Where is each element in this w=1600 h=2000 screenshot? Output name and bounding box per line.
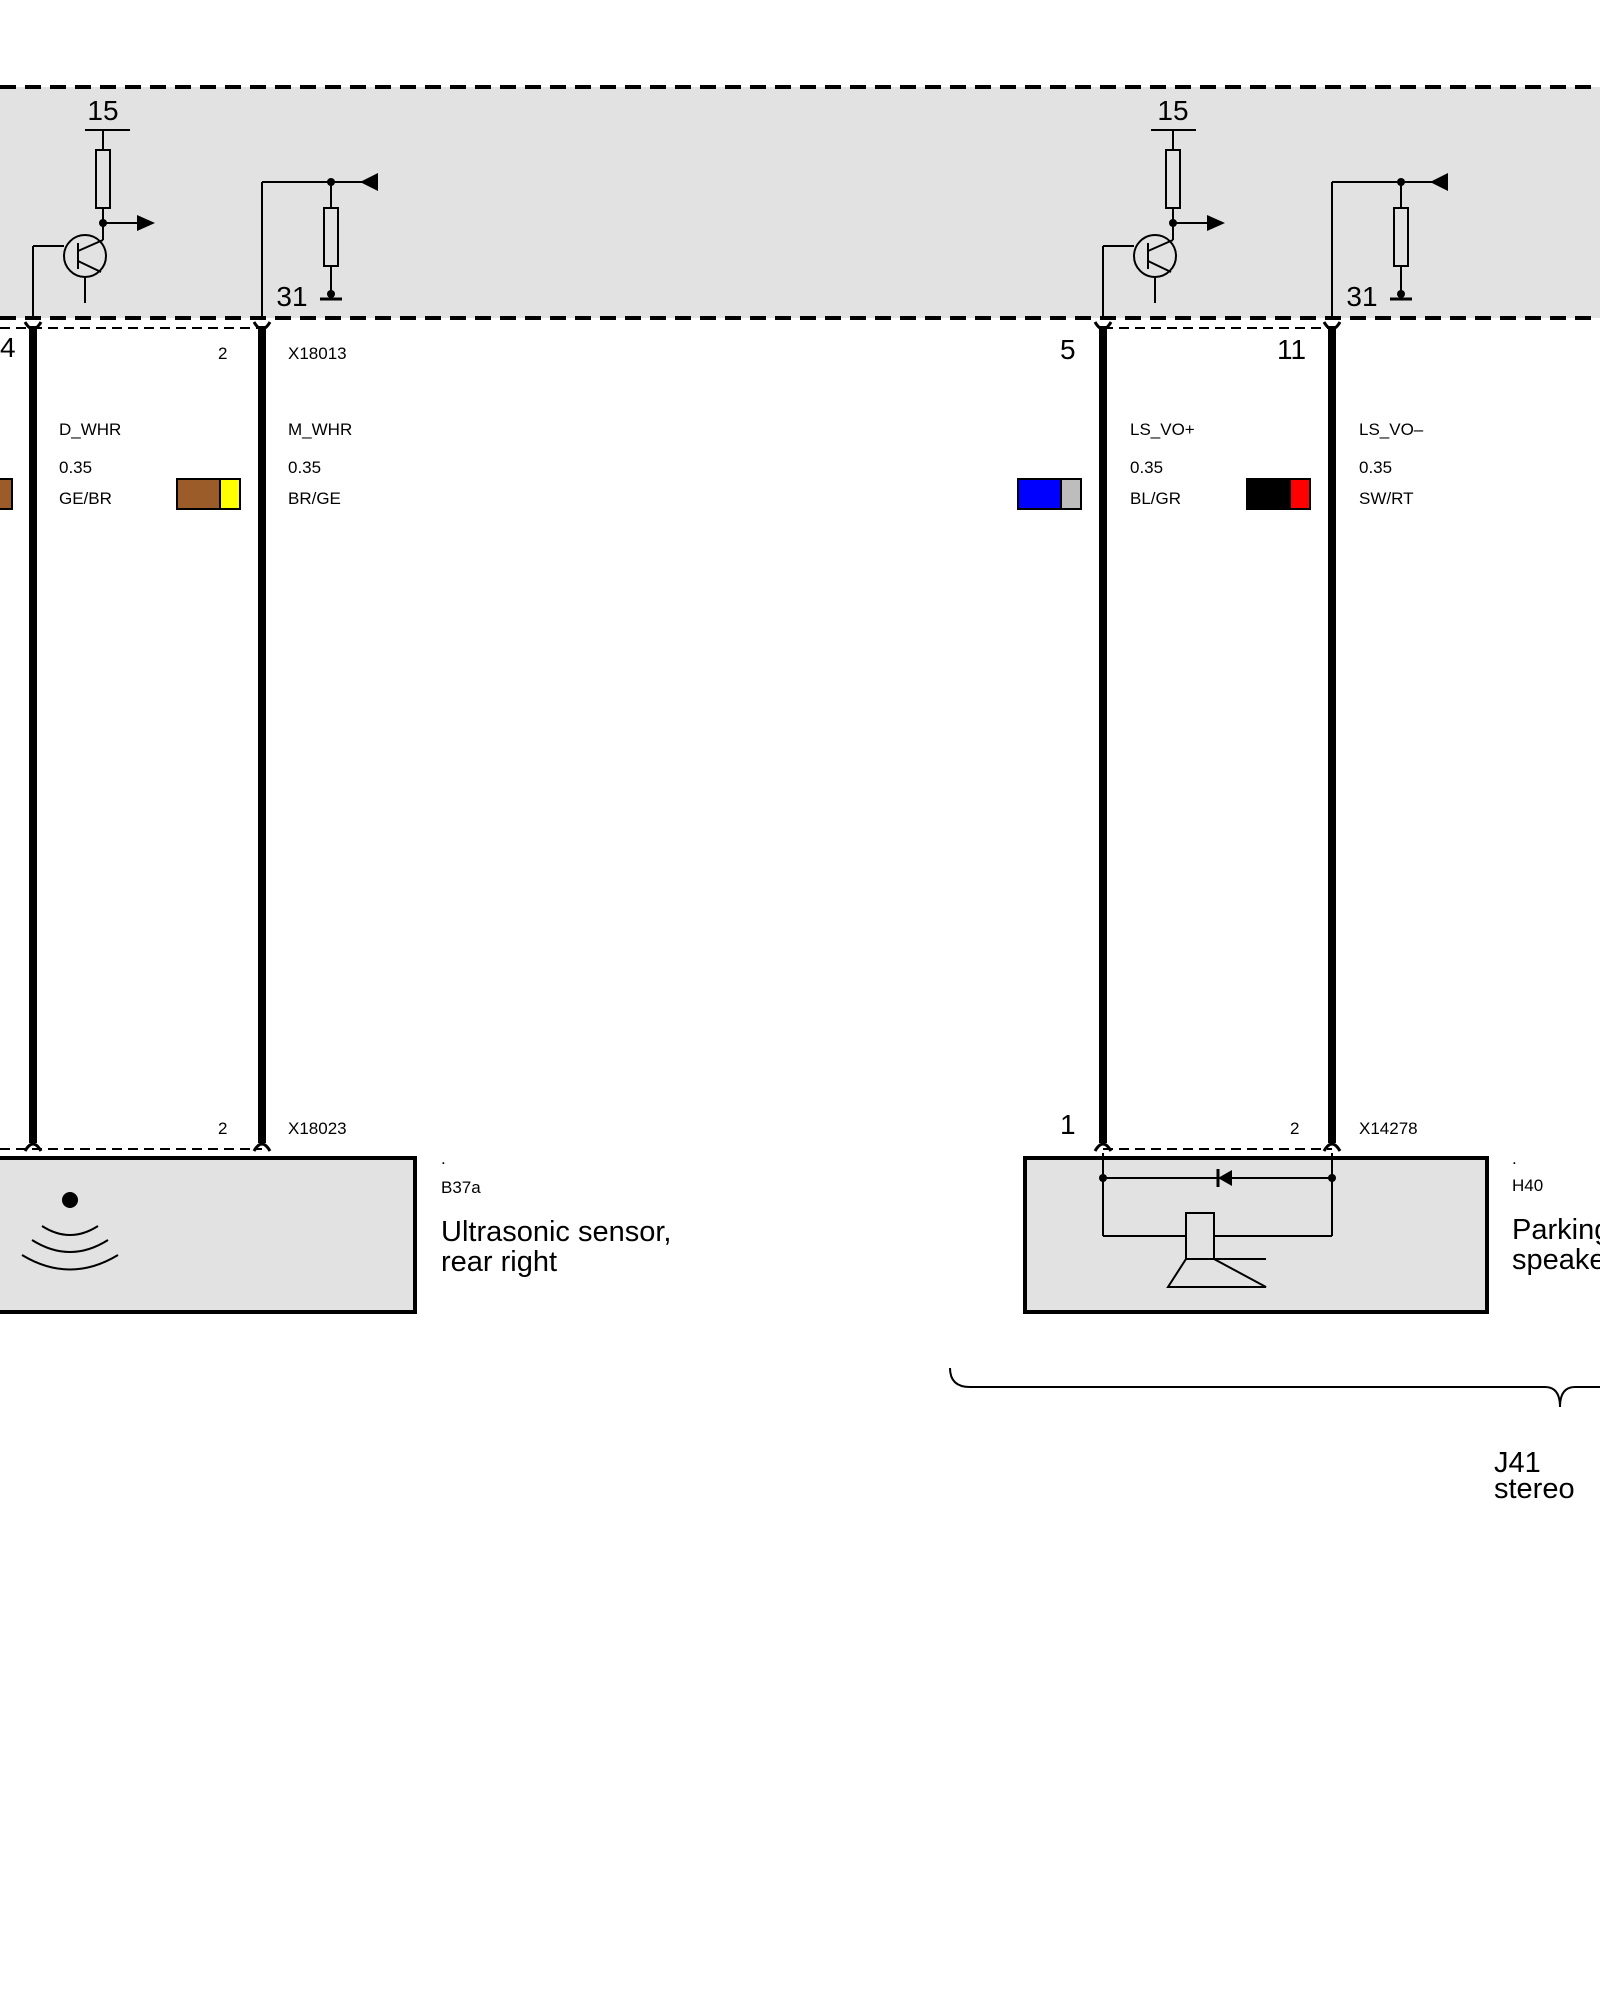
wire-gauge-ls-vo-minus: 0.35 [1359, 458, 1392, 477]
pin-label-ls-vo-minus-top: 11 [1277, 334, 1306, 365]
sensor-dot-icon [62, 1192, 78, 1208]
ground-terminal-right: 31 [1346, 281, 1377, 312]
supply-terminal-left: 15 [87, 95, 118, 126]
pin-label-sensor-bottom: 2 [218, 1119, 227, 1138]
output-arrow-icon [137, 215, 155, 231]
bottom-pin-hooks [23, 1142, 1342, 1152]
right-internal-circuit [1102, 129, 1440, 318]
input-arrow-icon-right [1430, 173, 1448, 191]
diode-icon [1218, 1170, 1232, 1186]
pin-label-left-cut: 4 [0, 332, 16, 363]
color-swatch-bl-gr [1017, 478, 1082, 510]
color-swatch-sw-rt [1246, 478, 1311, 510]
wire-signal-ls-vo-minus: LS_VO– [1359, 420, 1424, 439]
connector-label-x14278: X14278 [1359, 1119, 1418, 1138]
wire-signal-ls-vo-plus: LS_VO+ [1130, 420, 1195, 439]
input-arrow-icon [360, 173, 378, 191]
group-label-code: J41 [1494, 1447, 1541, 1479]
pin-label-speaker-2: 2 [1290, 1119, 1299, 1138]
group-brace [949, 1367, 1600, 1408]
speaker-code: H40 [1512, 1176, 1543, 1195]
sensor-dot: . [441, 1149, 446, 1168]
pin-label-d-whr-top: 2 [218, 344, 227, 363]
group-label-variant: stereo [1494, 1473, 1575, 1505]
speaker-name-line1: Parking [1512, 1214, 1600, 1246]
wire-lines [29, 326, 1336, 1143]
speaker-name-line2: speake [1512, 1244, 1600, 1276]
wire-gauge-ls-vo-plus: 0.35 [1130, 458, 1163, 477]
pin-label-ls-vo-plus-top: 5 [1060, 334, 1076, 365]
ultrasonic-sensor-component [0, 1156, 417, 1314]
speaker-dot: . [1512, 1149, 1517, 1168]
parking-speaker-component [1023, 1153, 1489, 1314]
output-arrow-icon-right [1207, 215, 1225, 231]
wire-signal-m-whr: M_WHR [288, 420, 352, 439]
wire-gauge-m-whr: 0.35 [288, 458, 321, 477]
color-swatch-left-cut [0, 478, 13, 510]
top-connector-housings [0, 327, 1333, 336]
supply-terminal-right: 15 [1157, 95, 1188, 126]
wire-color-code-m-whr: BR/GE [288, 489, 341, 508]
sensor-name-line2: rear right [441, 1246, 557, 1278]
wire-color-code-ls-vo-minus: SW/RT [1359, 489, 1413, 508]
sound-waves-icon [21, 1225, 119, 1271]
sensor-name-line1: Ultrasonic sensor, [441, 1216, 672, 1248]
control-unit [0, 85, 1600, 320]
left-circuit-markers [99, 173, 378, 298]
wire-color-code-d-whr: GE/BR [59, 489, 112, 508]
connector-label-x18023: X18023 [288, 1119, 347, 1138]
color-swatch-br-ge [176, 478, 241, 510]
left-internal-circuit [32, 129, 370, 318]
wire-color-code-ls-vo-plus: BL/GR [1130, 489, 1181, 508]
ground-terminal-left: 31 [276, 281, 307, 312]
right-circuit-markers [1169, 173, 1448, 298]
wire-gauge-d-whr: 0.35 [59, 458, 92, 477]
wire-signal-d-whr: D_WHR [59, 420, 121, 439]
control-unit-body [0, 87, 1600, 318]
pin-label-speaker-1: 1 [1060, 1109, 1076, 1140]
sensor-code: B37a [441, 1178, 481, 1197]
connector-label-x18013: X18013 [288, 344, 347, 363]
